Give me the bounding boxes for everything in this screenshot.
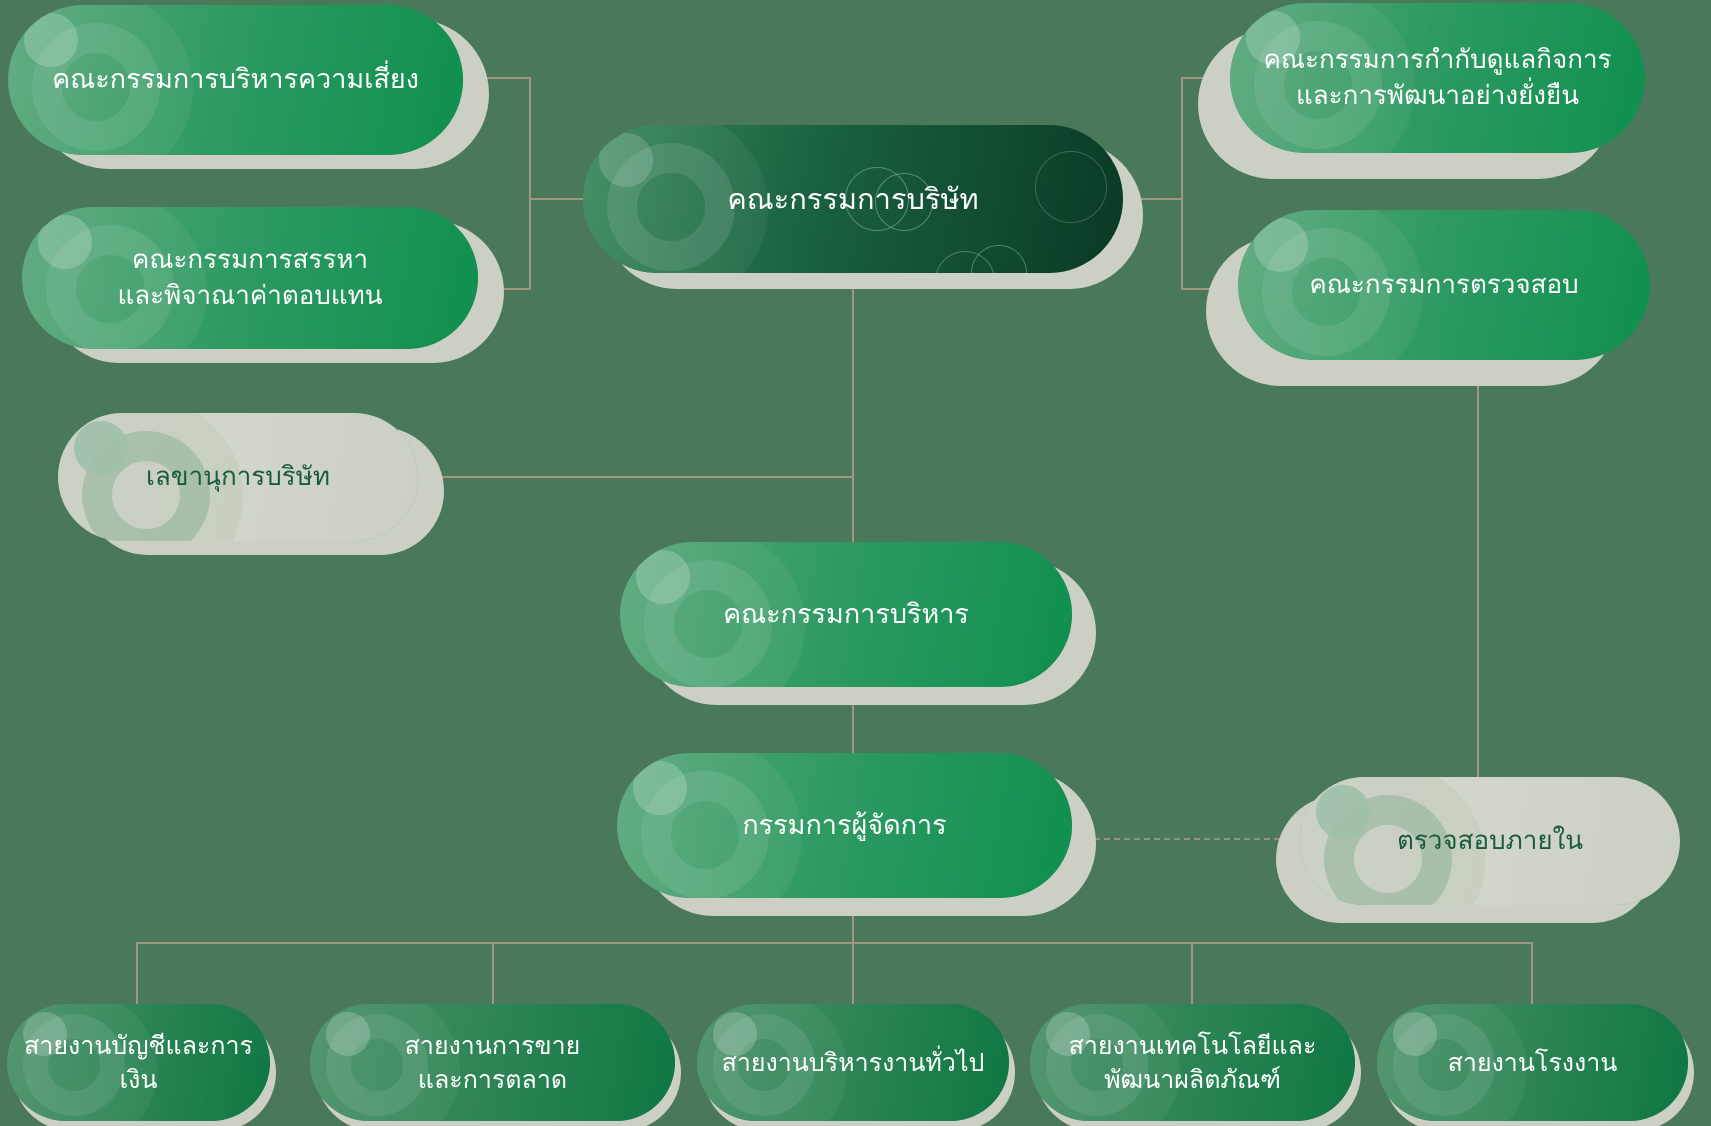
node-label: สายงานโรงงาน — [1447, 1047, 1618, 1077]
connector-drop-division-4 — [1191, 942, 1193, 1005]
node-label: คณะกรรมการบริหารความเสี่ยง — [52, 64, 419, 96]
node-board-of-directors: คณะกรรมการบริษัท — [583, 125, 1123, 273]
connector-risk-to-junction — [438, 77, 531, 79]
connector-junction-to-audit — [1181, 288, 1240, 290]
node-nomination-remuneration-committee: คณะกรรมการสรรหา และพิจาณาค่าตอบแทน — [22, 207, 478, 349]
node-managing-director: กรรมการผู้จัดการ — [617, 753, 1072, 898]
node-label: เลขานุการบริษัท — [145, 461, 331, 492]
node-division-general-administration: สายงานบริหารงานทั่วไป — [697, 1004, 1009, 1121]
decorative-circle-icon — [971, 245, 1027, 273]
node-division-accounting-finance: สายงานบัญชีและการเงิน — [7, 1004, 270, 1121]
connector-board-right-to-junction — [1121, 198, 1183, 200]
connector-drop-division-3 — [852, 942, 854, 1005]
node-label: สายงานบริหารงานทั่วไป — [721, 1047, 985, 1077]
node-audit-committee: คณะกรรมการตรวจสอบ — [1238, 210, 1650, 360]
node-label: ตรวจสอบภายใน — [1396, 825, 1584, 856]
node-governance-sustainability-committee: คณะกรรมการกำกับดูแลกิจการ และการพัฒนาอย่… — [1230, 3, 1645, 153]
connector-executive-to-md — [852, 685, 854, 755]
node-risk-management-committee: คณะกรรมการบริหารความเสี่ยง — [8, 5, 463, 155]
connector-md-to-bus — [852, 896, 854, 945]
node-label: คณะกรรมการบริหาร — [723, 598, 969, 630]
connector-junction-to-governance — [1181, 77, 1232, 79]
node-executive-committee: คณะกรรมการบริหาร — [620, 542, 1072, 687]
connector-left-junction-vertical — [529, 77, 531, 290]
connector-drop-division-1 — [136, 942, 138, 1006]
node-label: คณะกรรมการสรรหา และพิจาณาค่าตอบแทน — [117, 244, 383, 311]
node-internal-audit: ตรวจสอบภายใน — [1300, 777, 1680, 905]
node-division-factory: สายงานโรงงาน — [1377, 1004, 1688, 1121]
node-label: คณะกรรมการกำกับดูแลกิจการ และการพัฒนาอย่… — [1263, 44, 1612, 111]
connector-junction-to-board-left — [529, 198, 585, 200]
connector-board-to-executive — [852, 270, 854, 544]
node-label: คณะกรรมการตรวจสอบ — [1309, 269, 1579, 300]
connector-division-bus — [136, 942, 1533, 944]
node-label: คณะกรรมการบริษัท — [727, 181, 979, 216]
node-label: สายงานการขาย และการตลาด — [404, 1030, 581, 1094]
connector-secretary-to-spine — [414, 476, 854, 478]
connector-md-to-internal-audit-dashed — [1074, 838, 1300, 840]
decorative-circle-icon — [1035, 151, 1107, 223]
node-division-technology-product-development: สายงานเทคโนโลยีและ พัฒนาผลิตภัณฑ์ — [1030, 1004, 1355, 1121]
node-company-secretary: เลขานุการบริษัท — [58, 413, 418, 541]
connector-right-junction-vertical — [1181, 77, 1183, 290]
connector-drop-division-5 — [1531, 942, 1533, 1006]
decorative-circle-icon — [875, 173, 933, 231]
node-label: กรรมการผู้จัดการ — [742, 809, 947, 841]
connector-drop-division-2 — [492, 942, 494, 1005]
node-division-sales-marketing: สายงานการขาย และการตลาด — [310, 1004, 675, 1121]
node-label: สายงานบัญชีและการเงิน — [24, 1030, 253, 1094]
node-label: สายงานเทคโนโลยีและ พัฒนาผลิตภัณฑ์ — [1068, 1030, 1317, 1094]
connector-nomination-to-junction — [478, 288, 531, 290]
connector-audit-to-internal-audit — [1477, 358, 1479, 779]
